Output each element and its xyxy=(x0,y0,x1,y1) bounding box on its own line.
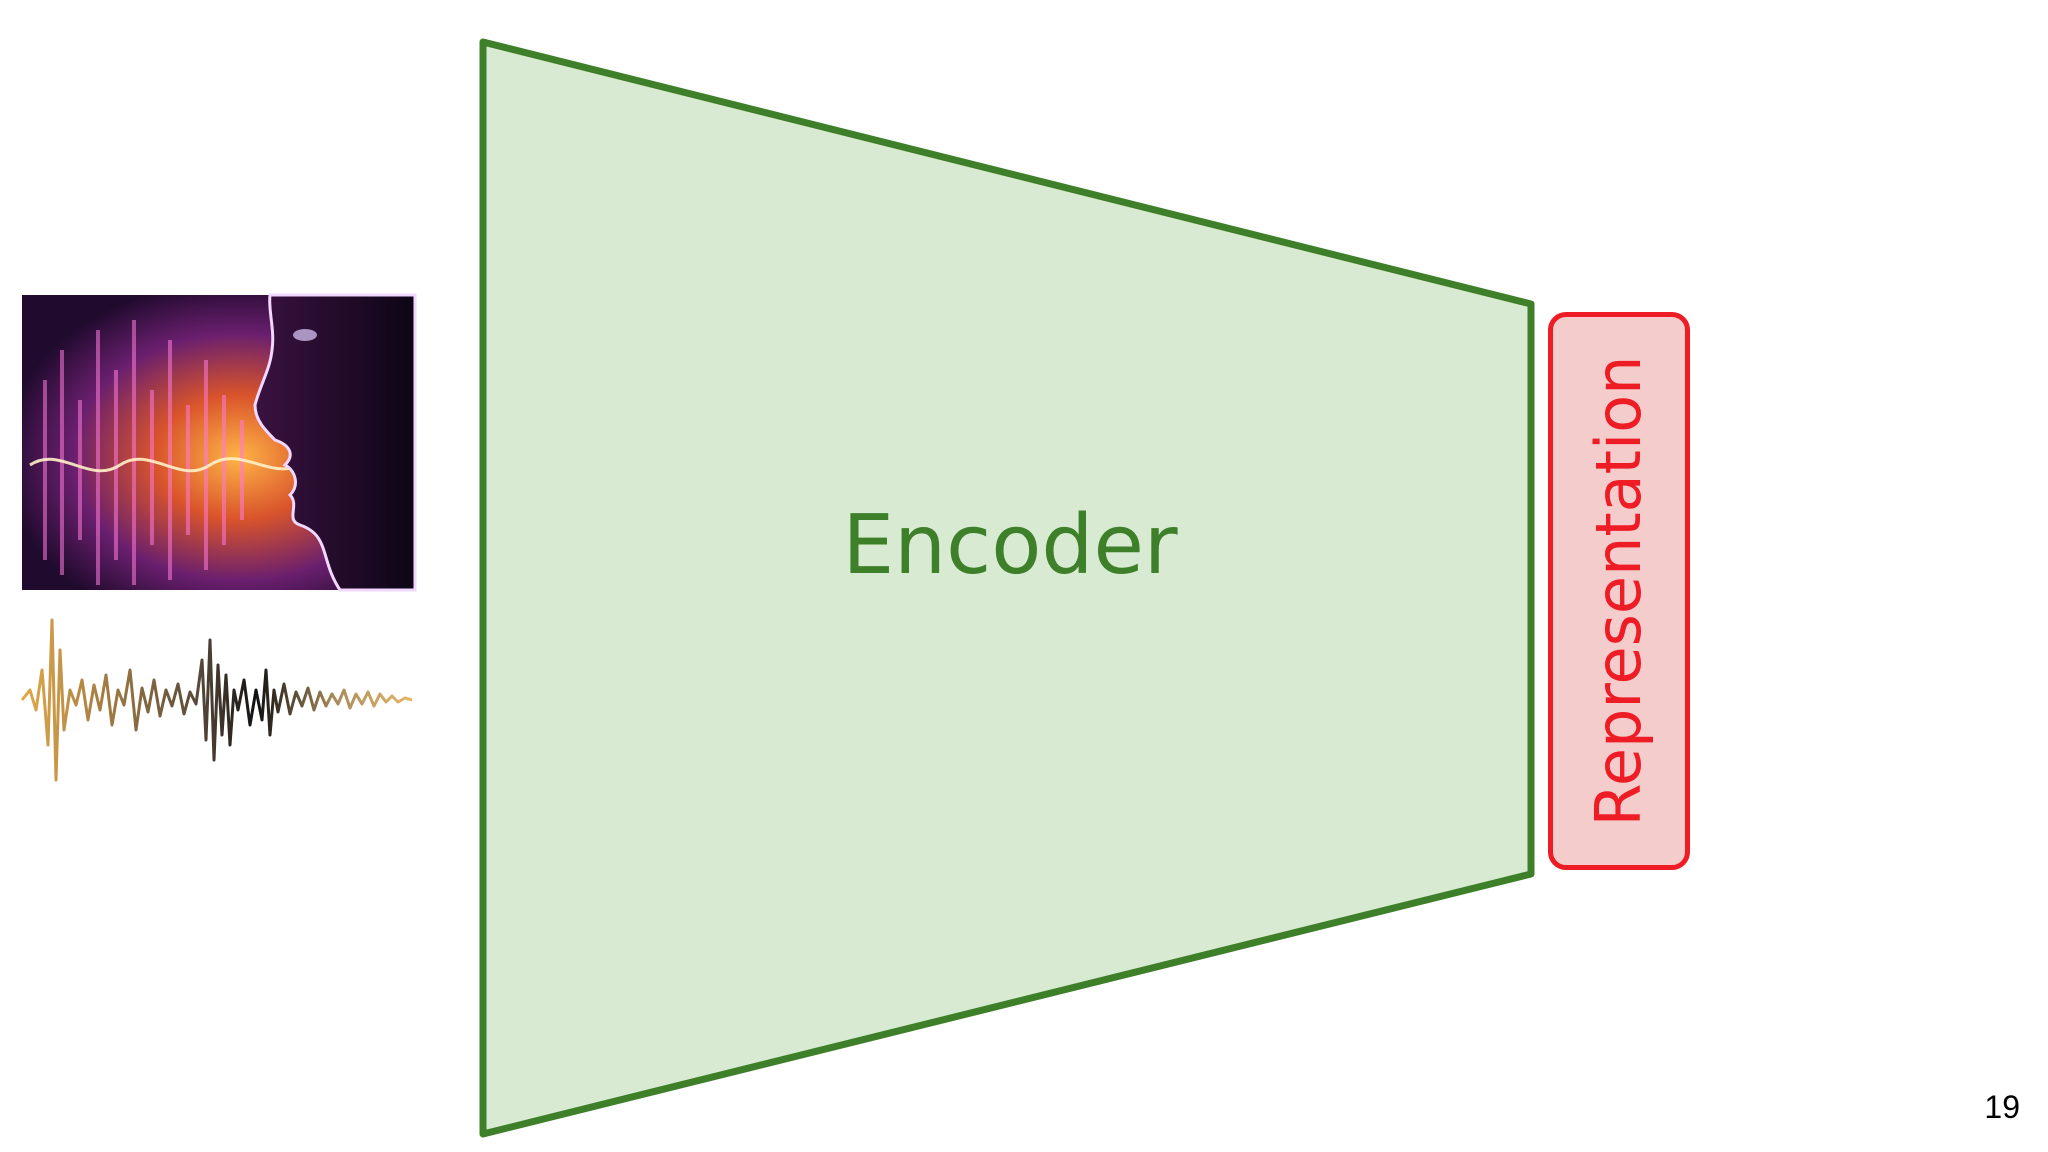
representation-box: Representation xyxy=(1548,312,1690,870)
audio-waveform-icon xyxy=(20,618,413,782)
representation-label: Representation xyxy=(1582,355,1655,827)
speaking-face-image xyxy=(22,293,417,592)
encoder-label: Encoder xyxy=(842,498,1178,593)
slide-page-number: 19 xyxy=(1984,1089,2020,1125)
encoder-block xyxy=(479,38,1535,1138)
